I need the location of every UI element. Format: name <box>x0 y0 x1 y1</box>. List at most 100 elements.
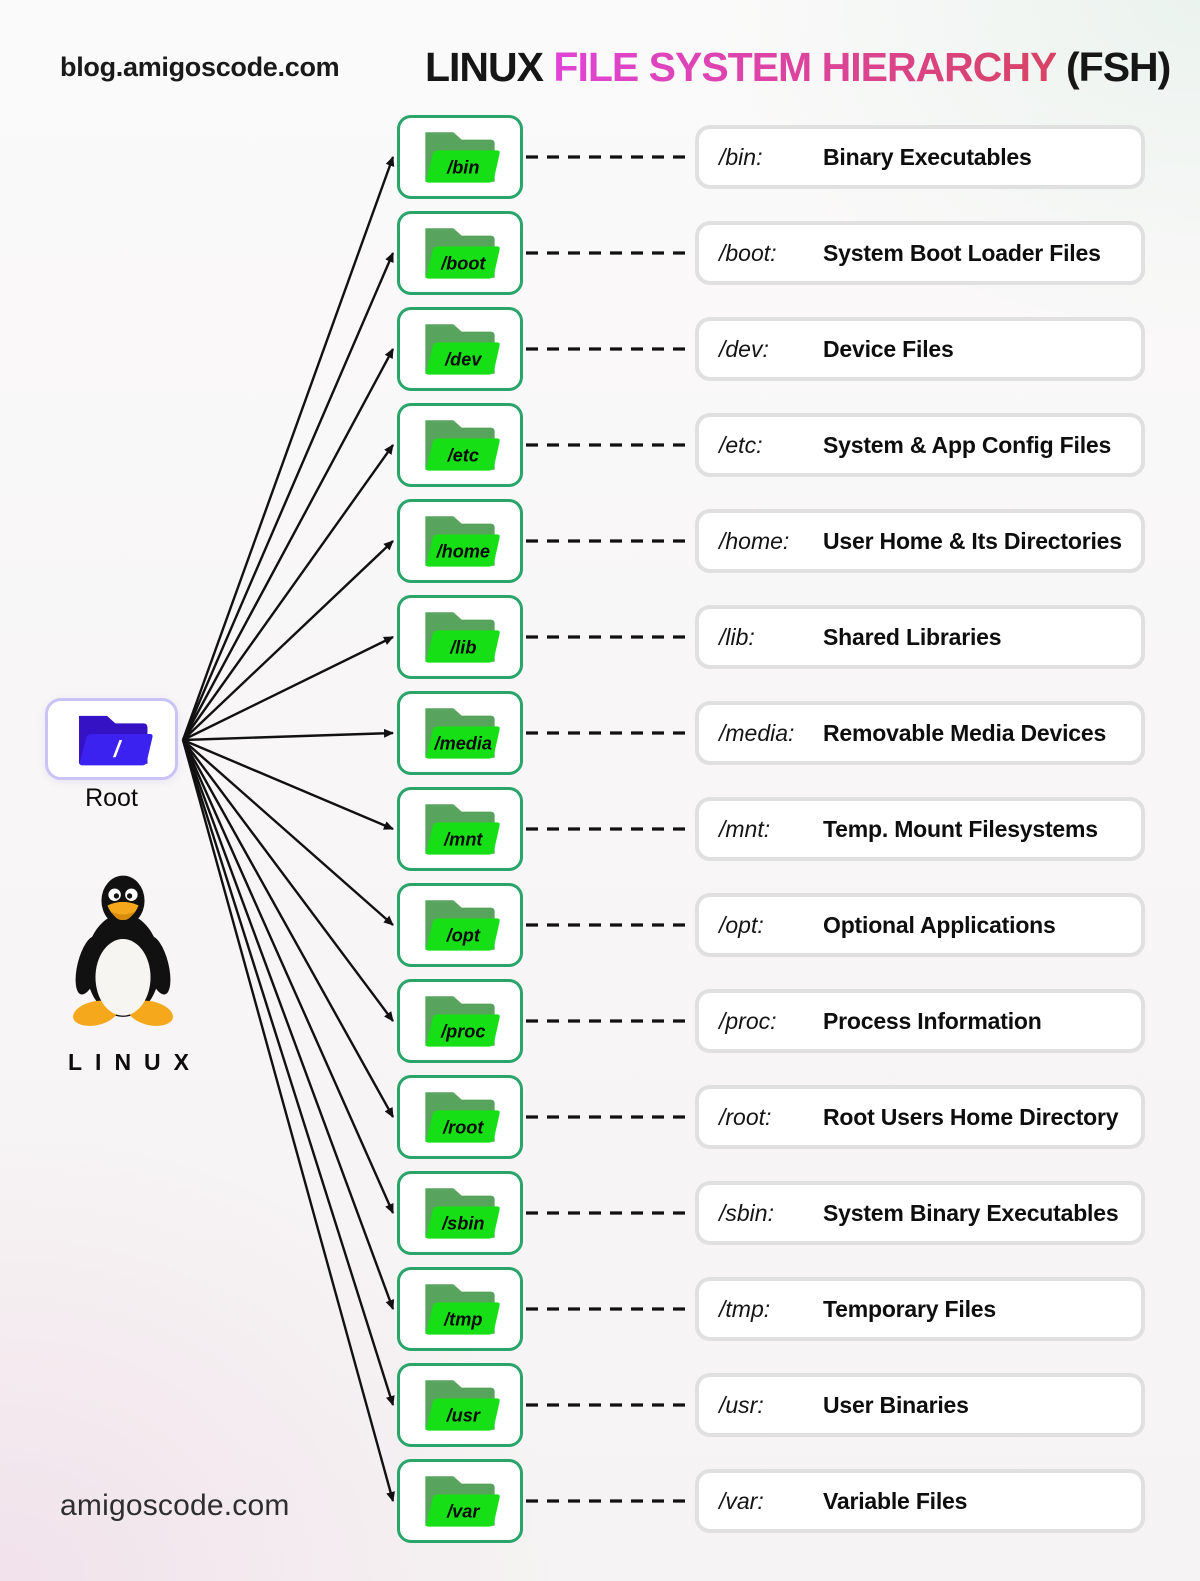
description-path: /home: <box>719 527 790 554</box>
folder-card-usr: /usr <box>397 1363 523 1447</box>
folder-icon: /opt <box>425 900 500 951</box>
arrow-root-to-sbin <box>181 739 395 1214</box>
description-box-var: /var: Variable Files <box>695 1469 1145 1533</box>
description-path: /media: <box>719 719 795 746</box>
description-box-boot: /boot: System Boot Loader Files <box>695 221 1145 285</box>
description-box-bin: /bin: Binary Executables <box>695 125 1145 189</box>
folder-card-sbin: /sbin <box>397 1171 523 1255</box>
root-folder-icon: / <box>78 715 153 766</box>
folder-card-boot: /boot <box>397 211 523 295</box>
tux-penguin-icon <box>73 875 173 1026</box>
folder-card-var: /var <box>397 1459 523 1543</box>
description-text: Temp. Mount Filesystems <box>823 815 1098 842</box>
description-path: /var: <box>719 1487 764 1514</box>
description-text: Temporary Files <box>823 1295 996 1322</box>
folder-label: /proc <box>440 1022 485 1042</box>
arrow-root-to-bin <box>181 156 395 741</box>
folder-label: /boot <box>440 254 486 274</box>
folder-card-proc: /proc <box>397 979 523 1063</box>
arrow-root-to-opt <box>182 739 394 926</box>
folder-icon: /dev <box>425 324 500 375</box>
description-box-etc: /etc: System & App Config Files <box>695 413 1145 477</box>
description-text: System Binary Executables <box>823 1199 1119 1226</box>
folder-icon: /lib <box>425 612 500 663</box>
description-text: Process Information <box>823 1007 1042 1034</box>
arrow-root-to-lib <box>182 635 394 742</box>
description-path: /dev: <box>719 335 769 362</box>
description-path: /opt: <box>719 911 764 938</box>
arrow-root-to-usr <box>181 739 395 1406</box>
description-path: /etc: <box>719 431 763 458</box>
folder-card-dev: /dev <box>397 307 523 391</box>
folder-to-description-dashes <box>526 155 690 1503</box>
folder-card-home: /home <box>397 499 523 583</box>
description-box-opt: /opt: Optional Applications <box>695 893 1145 957</box>
folder-icon: /media <box>425 708 500 759</box>
description-path: /proc: <box>719 1007 777 1034</box>
description-text: Device Files <box>823 335 954 362</box>
folder-label: /usr <box>446 1406 481 1426</box>
folder-label: /root <box>442 1118 484 1138</box>
root-folder-label: / <box>112 736 122 762</box>
arrow-root-to-proc <box>182 739 394 1022</box>
description-box-home: /home: User Home & Its Directories <box>695 509 1145 573</box>
folder-label: /dev <box>444 350 482 370</box>
description-box-usr: /usr: User Binaries <box>695 1373 1145 1437</box>
folder-icon: /mnt <box>425 804 500 855</box>
arrow-root-to-tmp <box>181 739 395 1310</box>
folder-icon: /etc <box>425 420 500 471</box>
title-highlight: FILE SYSTEM HIERARCHY <box>553 44 1056 90</box>
arrow-root-to-root <box>181 739 395 1118</box>
folder-label: /tmp <box>443 1310 482 1330</box>
description-box-tmp: /tmp: Temporary Files <box>695 1277 1145 1341</box>
description-box-root: /root: Root Users Home Directory <box>695 1085 1145 1149</box>
footer-brand-text: amigoscode.com <box>60 1489 290 1522</box>
description-text: Variable Files <box>823 1487 968 1514</box>
arrow-root-to-home <box>182 540 394 741</box>
folder-label: /sbin <box>441 1214 484 1234</box>
description-path: /bin: <box>719 143 763 170</box>
folder-card-mnt: /mnt <box>397 787 523 871</box>
description-text: User Home & Its Directories <box>823 527 1122 554</box>
folder-icon: /proc <box>425 996 500 1047</box>
description-box-sbin: /sbin: System Binary Executables <box>695 1181 1145 1245</box>
description-text: System & App Config Files <box>823 431 1112 458</box>
description-path: /mnt: <box>719 815 771 842</box>
description-box-lib: /lib: Shared Libraries <box>695 605 1145 669</box>
description-box-media: /media: Removable Media Devices <box>695 701 1145 765</box>
description-path: /boot: <box>719 239 777 266</box>
folder-icon: /var <box>425 1476 500 1527</box>
folder-card-bin: /bin <box>397 115 523 199</box>
description-text: Optional Applications <box>823 911 1056 938</box>
description-text: System Boot Loader Files <box>823 239 1101 266</box>
folder-card-opt: /opt <box>397 883 523 967</box>
arrow-root-to-mnt <box>182 738 394 831</box>
folder-label: /lib <box>449 638 476 658</box>
description-box-dev: /dev: Device Files <box>695 317 1145 381</box>
folder-icon: /home <box>425 516 500 567</box>
page-title: LINUX FILE SYSTEM HIERARCHY (FSH) <box>425 44 1171 91</box>
folder-card-etc: /etc <box>397 403 523 487</box>
root-node-card: / <box>45 698 178 780</box>
root-caption: Root <box>85 784 138 812</box>
folder-label: /etc <box>447 446 479 466</box>
arrow-root-to-var <box>181 739 395 1502</box>
folder-icon: /bin <box>425 132 500 183</box>
linux-caption: LINUX <box>68 1049 202 1075</box>
folder-icon: /usr <box>425 1380 500 1431</box>
folder-label: /opt <box>446 926 481 946</box>
arrow-root-to-etc <box>182 444 394 741</box>
arrow-root-to-media <box>182 728 394 742</box>
folder-label: /media <box>434 734 492 754</box>
description-path: /usr: <box>719 1391 764 1418</box>
arrow-root-to-dev <box>181 348 395 741</box>
folder-label: /home <box>436 542 490 562</box>
description-box-proc: /proc: Process Information <box>695 989 1145 1053</box>
folder-icon: /tmp <box>425 1284 500 1335</box>
description-text: Binary Executables <box>823 143 1032 170</box>
description-text: Shared Libraries <box>823 623 1002 650</box>
description-box-mnt: /mnt: Temp. Mount Filesystems <box>695 797 1145 861</box>
folder-card-media: /media <box>397 691 523 775</box>
description-path: /sbin: <box>719 1199 774 1226</box>
